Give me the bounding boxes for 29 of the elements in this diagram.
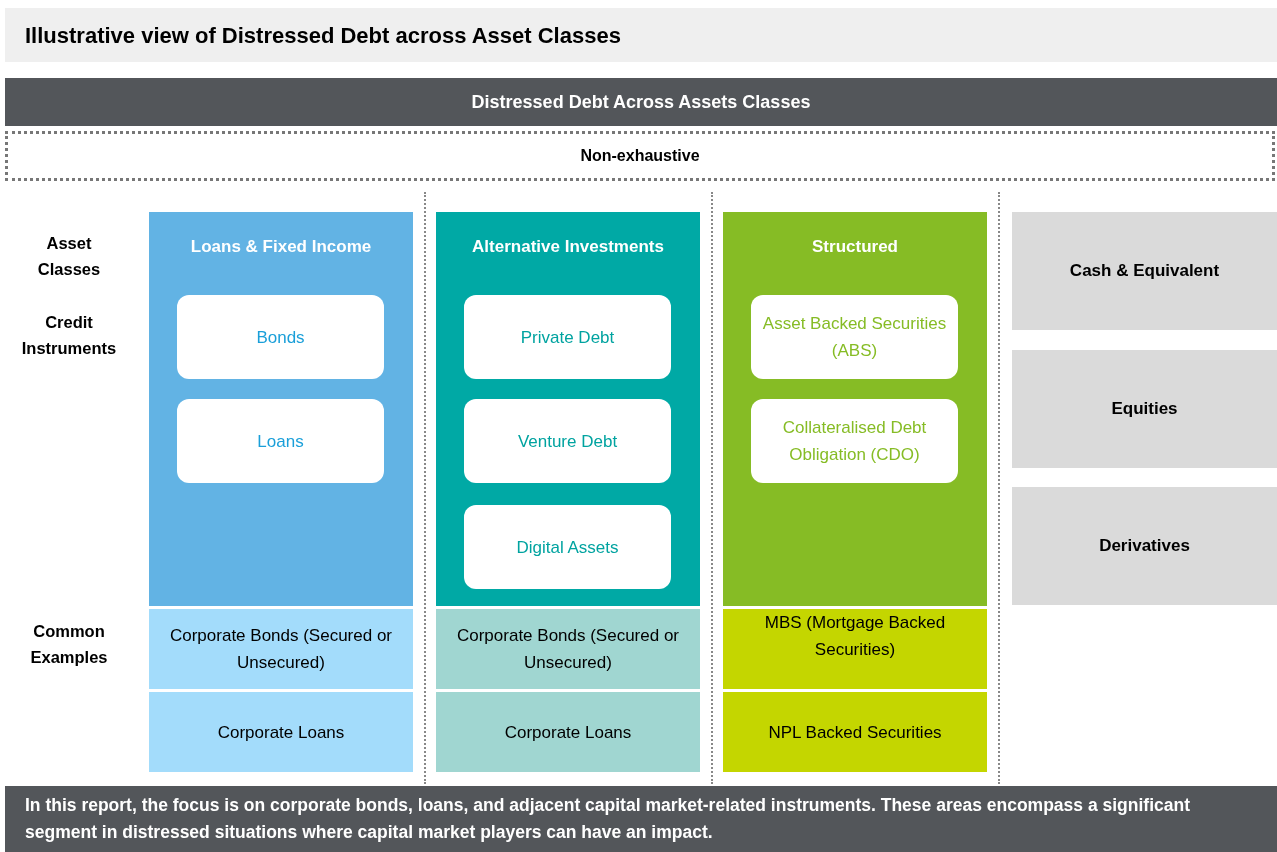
asset-class-column [149, 212, 413, 606]
example-cell: Corporate Bonds (Secured or Unsecured) [149, 609, 413, 689]
footer-band: In this report, the focus is on corporate bonds, loans, and adjacent capital market-related instruments. These areas encompass a significant segment in distressed situations where capital market players can have an impact. [5, 786, 1277, 852]
row-label: Credit Instruments [20, 312, 118, 359]
asset-class-column [436, 212, 700, 606]
example-cell: NPL Backed Securities [723, 692, 987, 772]
column-heading: Structured [812, 236, 898, 258]
header-band: Distressed Debt Across Assets Classes [5, 78, 1277, 126]
column-heading: Loans & Fixed Income [190, 236, 372, 258]
instrument-box: Bonds [177, 295, 384, 379]
example-cell: Corporate Loans [149, 692, 413, 772]
instrument-box: Loans [177, 399, 384, 483]
example-cell: Corporate Loans [436, 692, 700, 772]
title-banner: Illustrative view of Distressed Debt across Asset Classes [5, 8, 1277, 62]
asset-class-box: Equities [1012, 350, 1277, 468]
example-cell: Corporate Bonds (Secured or Unsecured) [436, 609, 700, 689]
instrument-box: Private Debt [464, 295, 671, 379]
instrument-box: Collateralised Debt Obligation (CDO) [751, 399, 958, 483]
row-label: Common Examples [29, 621, 109, 668]
note-box: Non-exhaustive [5, 131, 1275, 181]
example-cell: MBS (Mortgage Backed Securities) [723, 609, 987, 689]
instrument-box: Asset Backed Securities (ABS) [751, 295, 958, 379]
asset-class-box: Derivatives [1012, 487, 1277, 605]
instrument-box: Venture Debt [464, 399, 671, 483]
instrument-box: Digital Assets [464, 505, 671, 589]
row-label: Asset Classes [36, 233, 102, 280]
asset-class-box: Cash & Equivalent [1012, 212, 1277, 330]
column-heading: Alternative Investments [472, 236, 664, 258]
asset-class-column [723, 212, 987, 606]
